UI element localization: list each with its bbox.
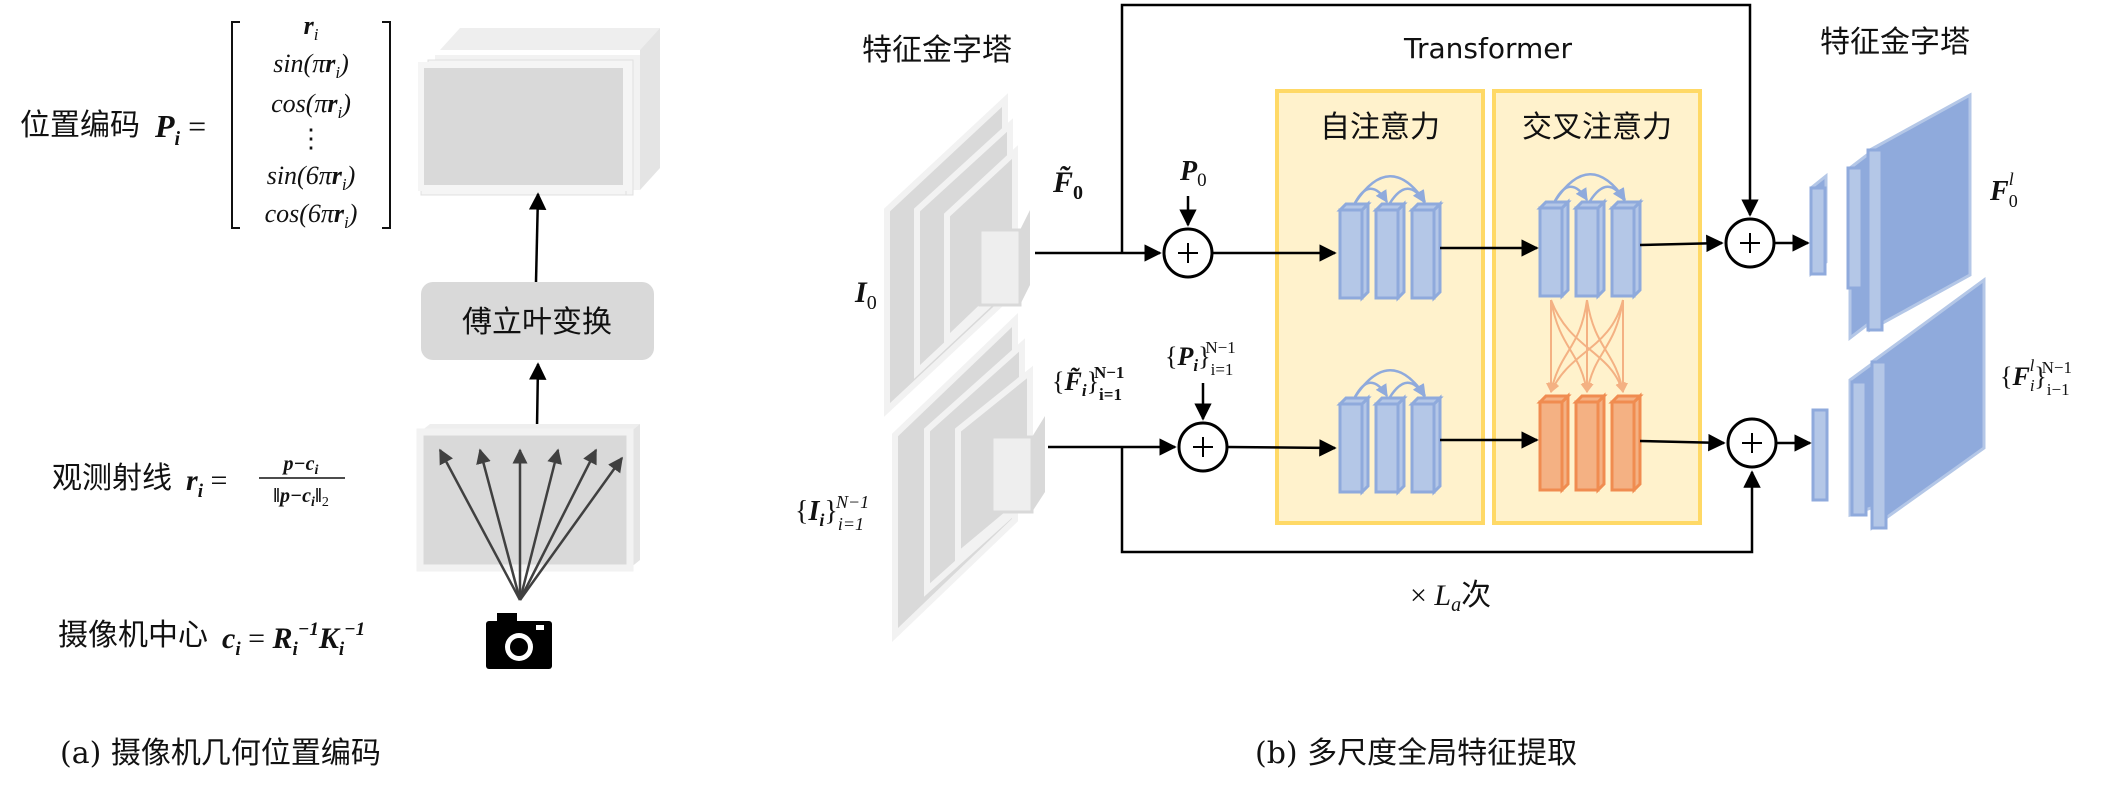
ray-1 — [438, 448, 522, 601]
self-attention-label: 自注意力 — [1320, 110, 1440, 145]
camera-icon — [486, 613, 552, 669]
pyramid-right-title: 特征金字塔 — [1820, 25, 1970, 60]
self-attn-tokens-top — [1336, 200, 1444, 302]
vector-entry-r: ri — [304, 11, 319, 44]
vector-entry-vdots: ⋮ — [298, 124, 324, 154]
cross-attn-tokens-top — [1536, 198, 1644, 300]
camera-center-formula: ci = Ri−1Ki−1 — [222, 619, 365, 660]
label-i0: I0 — [854, 276, 877, 314]
add-node-pi — [1177, 421, 1229, 473]
vector-entry-sin-6pi: sin(6πri) — [267, 161, 356, 194]
vector-entry-cos-6pi: cos(6πri) — [265, 199, 358, 232]
label-f0-tilde: F̃0 — [1052, 166, 1083, 204]
cross-attn-tokens-bottom — [1536, 392, 1644, 494]
vector-bracket-left — [231, 21, 240, 229]
vector-entry-sin-pi: sin(πri) — [273, 49, 349, 82]
ray-2 — [476, 448, 522, 601]
panel-a: 位置编码 Pi = ri sin(πri) cos(πri) ⋮ sin(6πr… — [20, 11, 660, 771]
ray-formula-numerator: p−ci — [282, 453, 319, 478]
self-attn-tokens-bottom — [1336, 394, 1444, 496]
label-f0l: F0l — [1989, 169, 2018, 211]
camera-rays — [438, 448, 624, 601]
add-node-residual-bottom — [1726, 417, 1778, 469]
transformer-title: Transformer — [1403, 32, 1573, 65]
loop-label: × La次 — [1410, 579, 1491, 616]
vector-bracket-right — [382, 21, 391, 229]
self-attn-arcs-bottom — [1353, 369, 1427, 398]
pos-encoding-symbol: Pi = — [154, 108, 206, 150]
pyramid-fil — [1811, 277, 1986, 531]
caption-a: (a) 摄像机几何位置编码 — [60, 736, 381, 771]
panel-b: 特征金字塔 Transformer 特征金字塔 I0 {Ii}i=1N−1 F̃… — [795, 3, 2072, 771]
flow-arrows — [1035, 3, 1812, 554]
label-fi-tilde: {F̃i}i=1N−1 — [1052, 363, 1124, 404]
fourier-transform-label: 傅立叶变换 — [462, 305, 612, 340]
label-p0: P0 — [1179, 156, 1207, 191]
self-attn-arcs-top — [1353, 175, 1427, 204]
label-ii: {Ii}i=1N−1 — [795, 492, 869, 534]
arrow-rays-to-fourier — [529, 362, 547, 429]
ray-formula: ri = — [186, 464, 227, 502]
vector-entries: ri sin(πri) cos(πri) ⋮ sin(6πri) cos(6πr… — [265, 11, 358, 232]
pyramid-left-title: 特征金字塔 — [862, 33, 1012, 68]
ray-4 — [518, 448, 562, 601]
label-fil: {Fil}i−1N−1 — [2000, 356, 2072, 399]
ray-6 — [518, 456, 624, 601]
add-node-p0 — [1162, 227, 1214, 279]
pyramid-ii — [892, 312, 1045, 643]
ray-5 — [518, 448, 598, 601]
encoded-feature-stack — [418, 28, 660, 196]
arrow-fourier-to-stack — [528, 192, 547, 283]
pyramid-f0l — [1809, 92, 1972, 342]
label-pi: {Pi}i=1N−1 — [1165, 338, 1236, 379]
ray-formula-denominator: ‖p−ci‖2 — [273, 485, 329, 510]
caption-b: (b) 多尺度全局特征提取 — [1255, 736, 1577, 771]
cross-attn-links — [1546, 299, 1628, 393]
fourier-transform-box — [421, 282, 654, 360]
camera-center-label: 摄像机中心 — [58, 618, 208, 653]
pyramid-i0 — [884, 93, 1030, 417]
vector-entry-cos-pi: cos(πri) — [271, 89, 351, 122]
cross-attention-label: 交叉注意力 — [1522, 110, 1672, 145]
cross-attn-arcs-top — [1553, 173, 1627, 202]
pos-encoding-label: 位置编码 — [20, 108, 140, 143]
ray-label: 观测射线 — [52, 461, 172, 496]
ray-feature-block — [416, 424, 640, 572]
add-node-residual-top — [1724, 217, 1776, 269]
